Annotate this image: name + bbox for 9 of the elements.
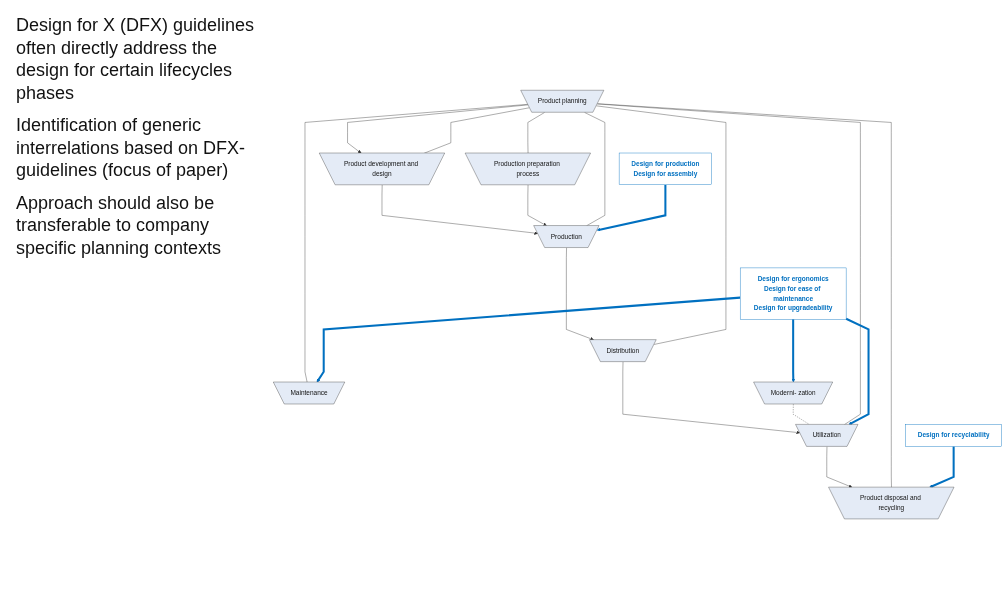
arrow [791,319,796,383]
connector [597,104,861,426]
arrow [316,297,741,383]
bullet-text: Design for X (DFX) guidelines often directly address the design for certain lifecycles phases [16,14,256,104]
bullet-text: Approach should also be transferable to company specific planning contexts [16,191,223,259]
bullet-text: Identification of generic interrelations based on DFX-guidelines (focus of paper) [16,114,247,182]
arrow [929,446,955,489]
arrow [596,185,667,232]
arrow [845,318,870,426]
